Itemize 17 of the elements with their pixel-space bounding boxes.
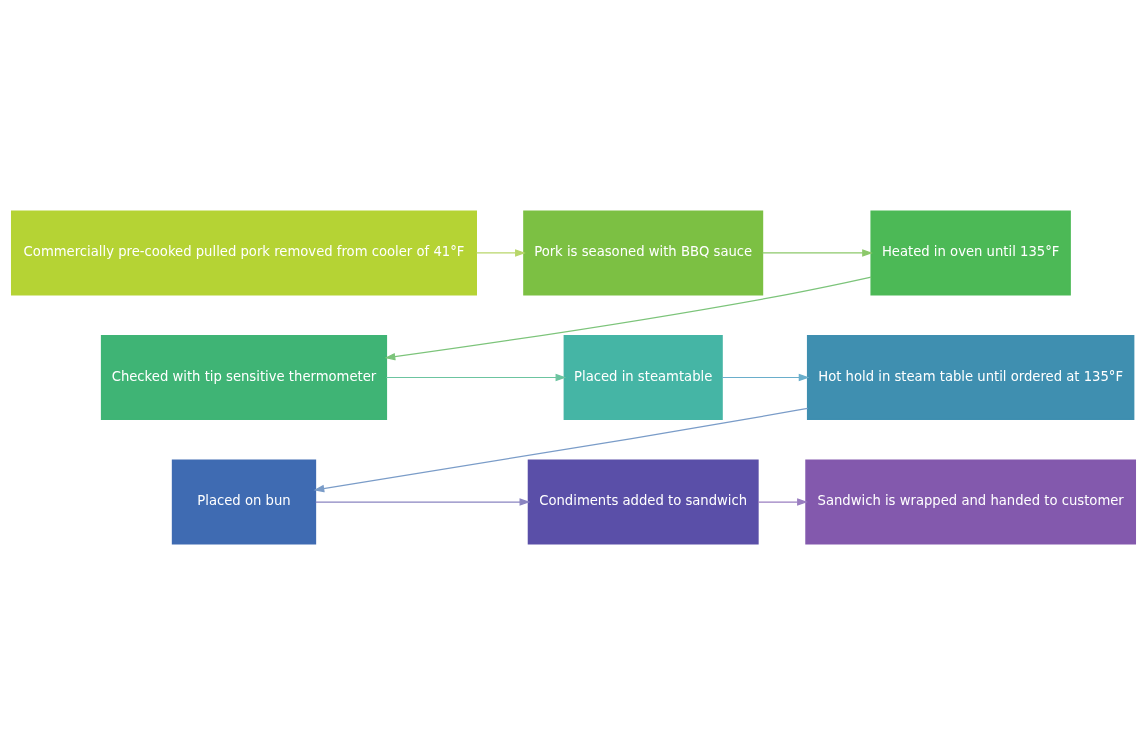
node-box: Sandwich is wrapped and handed to customer: [805, 459, 1137, 545]
node-box: Condiments added to sandwich: [527, 459, 759, 545]
node-box: Heated in oven until 135°F: [870, 209, 1071, 295]
node-box: Pork is seasoned with BBQ sauce: [523, 209, 764, 295]
arrow: [475, 248, 526, 257]
arrow: [315, 497, 531, 506]
node-box: Placed on bun: [171, 459, 317, 545]
node-box: Checked with tip sensitive thermometer: [100, 334, 388, 420]
arrow: [384, 276, 872, 360]
node-box: Commercially pre-cooked pulled pork removed from cooler of 41°F: [10, 209, 477, 295]
arrow: [761, 248, 873, 257]
arrow: [721, 373, 810, 381]
node-box: Placed in steamtable: [563, 334, 723, 420]
arrow: [385, 373, 567, 381]
arrow: [757, 497, 808, 506]
node-box: Hot hold in steam table until ordered at 135°F: [806, 334, 1135, 420]
arrow: [313, 407, 809, 492]
